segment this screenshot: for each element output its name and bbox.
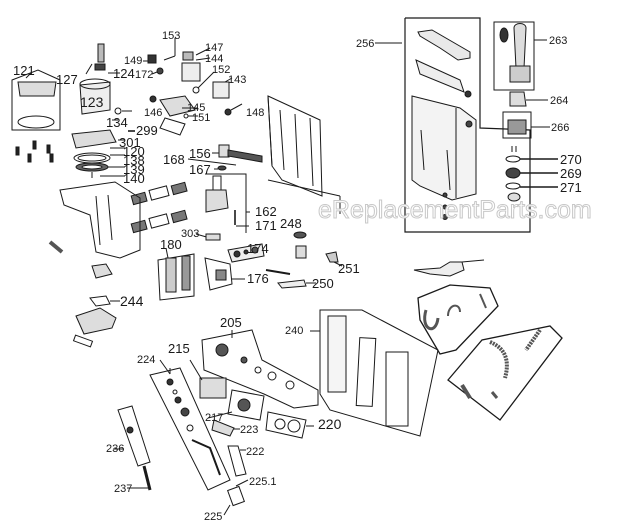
part-label-263: 263 [549,35,568,47]
watermark: eReplacementParts.com [318,196,593,225]
part-label-269: 269 [560,166,582,181]
control-panel-group [113,329,319,516]
part-label-256: 256 [356,38,375,50]
part-label-224: 224 [137,354,156,366]
part-label-225: 225 [204,511,223,523]
part-label-271: 271 [560,180,582,195]
part-label-152: 152 [212,64,231,76]
part-label-240: 240 [285,325,304,337]
part-label-127: 127 [56,72,78,87]
part-label-144: 144 [205,53,224,65]
chassis-frame [48,95,341,259]
part-label-270: 270 [560,152,582,167]
part-label-180: 180 [160,237,182,252]
part-label-149: 149 [124,55,143,67]
part-label-299: 299 [136,123,158,138]
part-label-153: 153 [162,30,181,42]
part-label-168: 168 [163,152,185,167]
pump-group [187,144,263,233]
part-label-205: 205 [220,315,242,330]
part-244-group [72,263,120,348]
part-label-303: 303 [181,228,200,240]
part-label-266: 266 [551,122,570,134]
part-label-143: 143 [228,74,247,86]
part-label-248: 248 [280,216,302,231]
part-label-145: 145 [187,102,206,114]
part-label-236: 236 [106,443,125,455]
part-label-250: 250 [312,276,334,291]
part-label-134: 134 [106,115,128,130]
part-label-146: 146 [144,107,163,119]
part-label-120: 120 [123,144,145,159]
seal-parts [505,146,558,202]
part-label-176: 176 [247,271,269,286]
part-label-121: 121 [13,63,35,78]
part-label-174: 174 [247,241,269,256]
part-label-301: 301 [119,135,141,150]
part-label-162: 162 [255,204,277,219]
part-label-264: 264 [550,95,569,107]
part-label-140: 140 [123,171,145,186]
part-240-group [310,309,439,437]
part-label-138: 138 [123,153,145,168]
part-label-223: 223 [240,424,259,436]
part-266-group [502,111,550,139]
part-label-167: 167 [189,162,211,177]
part-label-215: 215 [168,341,190,356]
part-label-225-1: 225.1 [249,476,277,488]
part-label-217: 217 [205,412,224,424]
water-tank-group [375,17,531,233]
part-label-237: 237 [114,483,133,495]
part-label-151: 151 [192,112,211,124]
lower-mid-parts [157,231,343,301]
part-label-124: 124 [113,66,135,81]
part-263-group [493,21,547,91]
part-label-220: 220 [318,416,342,432]
part-label-156: 156 [189,146,211,161]
part-label-172: 172 [135,69,154,81]
part-264 [509,91,548,107]
part-label-251: 251 [338,261,360,276]
part-label-244: 244 [120,293,144,309]
part-label-123: 123 [80,94,104,110]
accessory-panels [413,259,563,421]
part-label-222: 222 [246,446,265,458]
part-label-139: 139 [123,162,145,177]
part-label-148: 148 [246,107,265,119]
grinder-group [11,43,135,178]
part-label-171: 171 [255,218,277,233]
part-label-147: 147 [205,42,224,54]
valve-group [143,38,243,136]
